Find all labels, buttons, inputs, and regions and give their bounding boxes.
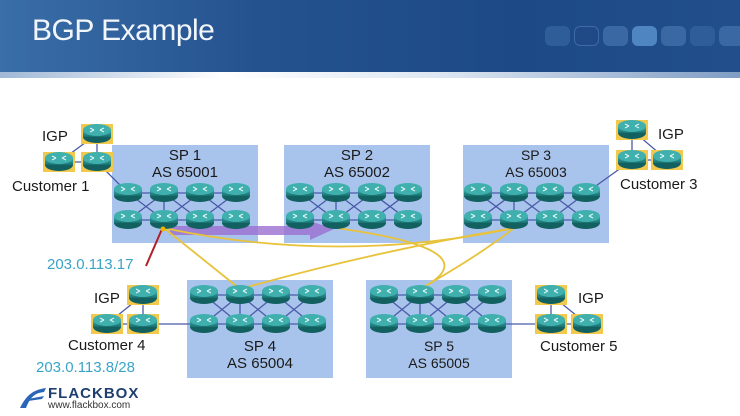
sp1-router bbox=[186, 210, 214, 229]
c5-router bbox=[571, 314, 603, 334]
flackbox-logo-icon bbox=[20, 388, 46, 408]
bgp-advertisement-arrow bbox=[170, 221, 334, 240]
sp4-name: SP 4 bbox=[243, 338, 277, 355]
slide-title: BGP Example bbox=[32, 14, 215, 47]
sp3-router bbox=[500, 210, 528, 229]
sp4-router bbox=[298, 314, 326, 333]
sp5-router bbox=[370, 314, 398, 333]
sp5-router bbox=[442, 285, 470, 304]
brand-url: www.flackbox.com bbox=[48, 400, 131, 411]
brand-name: FLACKBOX bbox=[48, 385, 140, 402]
sp3-router bbox=[464, 210, 492, 229]
nav-dot-7 bbox=[719, 26, 740, 46]
sp4-router bbox=[190, 285, 218, 304]
c1-router bbox=[43, 152, 75, 172]
bgp-link-sp1-sp4 bbox=[163, 227, 241, 290]
sp1-router bbox=[114, 210, 142, 229]
sp4-router bbox=[226, 285, 254, 304]
c3-router bbox=[651, 150, 683, 170]
sp2-router bbox=[322, 210, 350, 229]
sp2-router bbox=[286, 210, 314, 229]
sp1-as: AS 65001 bbox=[152, 164, 218, 181]
sp4-router bbox=[190, 314, 218, 333]
sp4-router bbox=[262, 314, 290, 333]
sp5-router bbox=[478, 314, 506, 333]
sp2-router bbox=[394, 183, 422, 202]
customer4-label: Customer 4 bbox=[68, 337, 146, 354]
nav-dot-1 bbox=[545, 26, 570, 46]
sp4-label: SP 4 AS 65004 bbox=[187, 338, 333, 372]
c5-router bbox=[535, 285, 567, 305]
sp3-label: SP 3 AS 65003 bbox=[463, 147, 609, 181]
c4-router bbox=[127, 285, 159, 305]
c3-router bbox=[616, 150, 648, 170]
bgp-link-sp5-sp3 bbox=[419, 227, 515, 290]
sp3-router bbox=[500, 183, 528, 202]
sp2-router bbox=[358, 183, 386, 202]
sp4-as: AS 65004 bbox=[227, 355, 293, 372]
sp5-router bbox=[370, 285, 398, 304]
sp5-router bbox=[478, 285, 506, 304]
sp4-router bbox=[298, 285, 326, 304]
sp2-label: SP 2 AS 65002 bbox=[284, 147, 430, 181]
slide-header: BGP Example bbox=[0, 0, 740, 72]
sp5-as: AS 65005 bbox=[408, 355, 470, 371]
sp3-as: AS 65003 bbox=[505, 164, 567, 180]
customer1-label: Customer 1 bbox=[12, 178, 90, 195]
sp1-router bbox=[114, 183, 142, 202]
sp3-router bbox=[572, 210, 600, 229]
sp2-router bbox=[394, 210, 422, 229]
sp5-label: SP 5 AS 65005 bbox=[366, 338, 512, 372]
sp3-router bbox=[572, 183, 600, 202]
sp5-router bbox=[442, 314, 470, 333]
nav-dot-3 bbox=[603, 26, 628, 46]
sp3-router bbox=[464, 183, 492, 202]
sp1-router bbox=[186, 183, 214, 202]
sp1-router bbox=[150, 210, 178, 229]
sp2-as: AS 65002 bbox=[324, 164, 390, 181]
slide-nav-dots bbox=[545, 26, 740, 46]
c4-router bbox=[91, 314, 123, 334]
nav-dot-6 bbox=[690, 26, 715, 46]
customer3-label: Customer 3 bbox=[620, 176, 698, 193]
sp5-name: SP 5 bbox=[423, 338, 455, 354]
c1-router bbox=[81, 152, 113, 172]
customer5-igp-label: IGP bbox=[578, 290, 604, 307]
bgp-link-sp4-sp3 bbox=[239, 227, 515, 290]
sp2-router bbox=[322, 183, 350, 202]
sp4-router bbox=[226, 314, 254, 333]
customer3-igp-label: IGP bbox=[658, 126, 684, 143]
nav-dot-4 bbox=[632, 26, 657, 46]
sp1-label: SP 1 AS 65001 bbox=[112, 147, 258, 181]
sp1-name: SP 1 bbox=[168, 147, 202, 164]
sp2-name: SP 2 bbox=[340, 147, 374, 164]
c4-router bbox=[127, 314, 159, 334]
sp4-router bbox=[262, 285, 290, 304]
nav-dot-5 bbox=[661, 26, 686, 46]
customer1-igp-label: IGP bbox=[42, 128, 68, 145]
sp3-name: SP 3 bbox=[520, 147, 552, 163]
sp1-router bbox=[222, 183, 250, 202]
ip-pointer-line bbox=[145, 228, 163, 267]
sp2-router bbox=[286, 183, 314, 202]
sp3-router bbox=[536, 183, 564, 202]
customer4-igp-label: IGP bbox=[94, 290, 120, 307]
ip-pointer-dot bbox=[160, 226, 166, 232]
sp5-router bbox=[406, 285, 434, 304]
c5-router bbox=[535, 314, 567, 334]
nav-dot-2 bbox=[574, 26, 599, 46]
sp5-router bbox=[406, 314, 434, 333]
sp1-router bbox=[222, 210, 250, 229]
sp3-router bbox=[536, 210, 564, 229]
sp2-router bbox=[358, 210, 386, 229]
c3-router bbox=[616, 120, 648, 140]
customer4-prefix: 203.0.113.8/28 bbox=[36, 359, 135, 376]
sp1-router bbox=[150, 183, 178, 202]
router-ip-label: 203.0.113.17 bbox=[47, 256, 134, 273]
header-divider bbox=[0, 72, 740, 78]
customer5-label: Customer 5 bbox=[540, 338, 618, 355]
c1-router bbox=[81, 124, 113, 144]
